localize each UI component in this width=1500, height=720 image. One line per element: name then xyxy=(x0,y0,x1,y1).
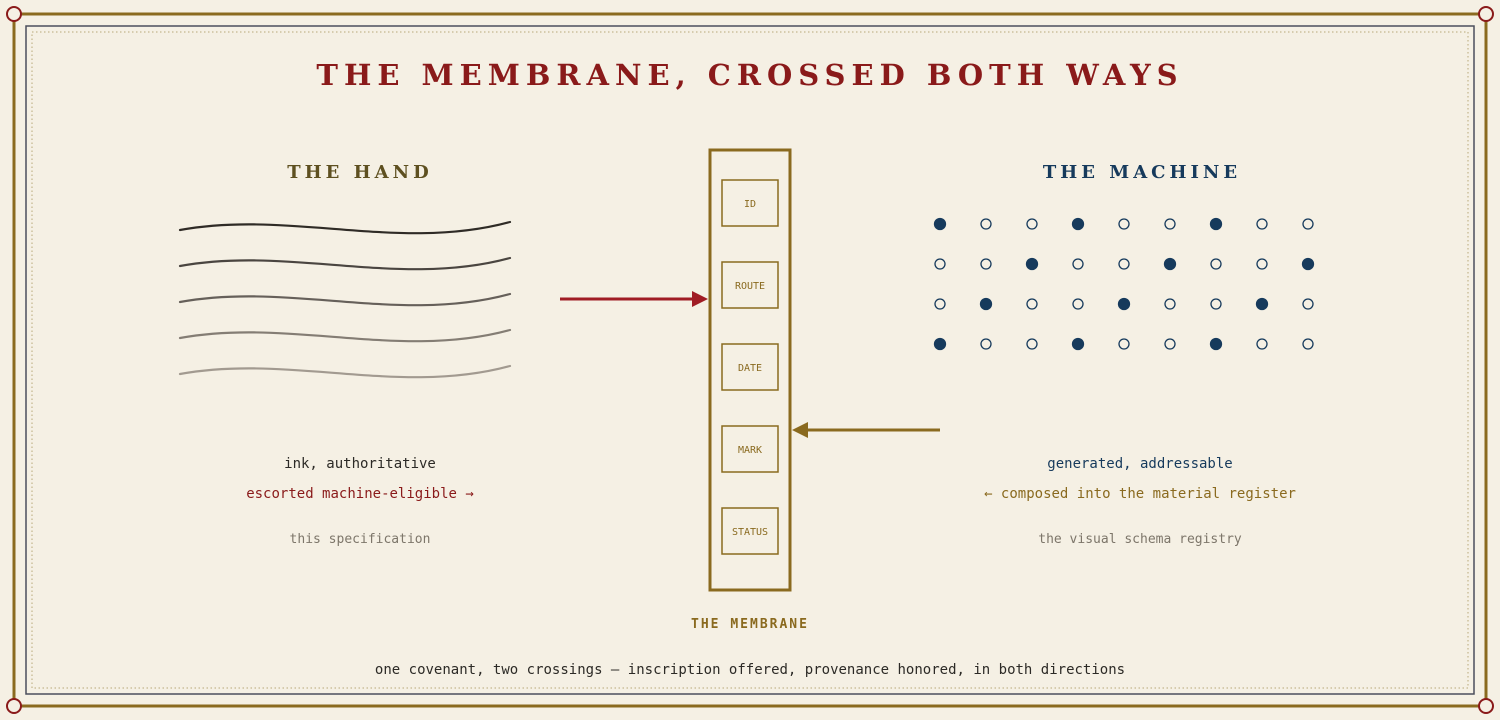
hand-caption-crossing: escorted machine-eligible → xyxy=(246,486,474,502)
membrane-field-box xyxy=(721,179,779,227)
hollow-dot xyxy=(1210,298,1222,310)
hollow-dot xyxy=(1210,258,1222,270)
hollow-dot xyxy=(980,258,992,270)
hollow-dot xyxy=(980,338,992,350)
ink-stroke xyxy=(178,328,512,343)
membrane-field-box xyxy=(721,507,779,555)
hollow-dot xyxy=(1302,298,1314,310)
membrane-field-label: ROUTE xyxy=(734,281,766,292)
corner-ring-top-left xyxy=(6,6,22,22)
page-title: THE MEMBRANE, CROSSED BOTH WAYS xyxy=(316,58,1184,92)
hollow-dot xyxy=(1164,338,1176,350)
corner-ring-bottom-right xyxy=(1478,698,1494,714)
hollow-dot xyxy=(934,298,946,310)
ink-stroke xyxy=(178,292,512,307)
machine-caption-crossing: ← composed into the material register xyxy=(984,486,1296,502)
machine-caption-source: the visual schema registry xyxy=(1038,532,1242,547)
corner-ring-bottom-left xyxy=(6,698,22,714)
filled-dot xyxy=(933,217,947,231)
hollow-dot xyxy=(1072,298,1084,310)
hollow-dot xyxy=(1256,218,1268,230)
arrowhead-right xyxy=(692,291,708,307)
hollow-dot xyxy=(1026,298,1038,310)
filled-dot xyxy=(1025,257,1039,271)
membrane-field-label: ID xyxy=(743,199,757,210)
corner-ring-top-right xyxy=(1478,6,1494,22)
filled-dot xyxy=(1071,217,1085,231)
machine-heading: THE MACHINE xyxy=(1042,162,1242,183)
ink-stroke xyxy=(178,256,512,271)
hollow-dot xyxy=(1256,258,1268,270)
inner-border xyxy=(25,25,1475,695)
dotted-border xyxy=(31,31,1469,689)
filled-dot xyxy=(933,337,947,351)
filled-dot xyxy=(1163,257,1177,271)
ink-stroke xyxy=(178,364,512,379)
hollow-dot xyxy=(1118,258,1130,270)
hand-caption-primary: ink, authoritative xyxy=(284,456,436,472)
handwriting-strokes xyxy=(178,220,512,379)
hollow-dot xyxy=(1164,218,1176,230)
filled-dot xyxy=(1209,217,1223,231)
arrowhead-left xyxy=(792,422,808,438)
ink-stroke xyxy=(178,220,512,235)
hollow-dot xyxy=(1118,218,1130,230)
hollow-dot xyxy=(980,218,992,230)
filled-dot xyxy=(1301,257,1315,271)
membrane-field-box xyxy=(721,343,779,391)
membrane-field-box xyxy=(721,425,779,473)
membrane-column xyxy=(708,148,792,592)
hand-heading: THE HAND xyxy=(287,162,433,183)
membrane-field-label: MARK xyxy=(737,445,763,456)
hollow-dot xyxy=(1256,338,1268,350)
outer-border xyxy=(12,12,1488,708)
hollow-dot xyxy=(934,258,946,270)
filled-dot xyxy=(1117,297,1131,311)
hollow-dot xyxy=(1026,218,1038,230)
membrane-field-label: STATUS xyxy=(731,527,769,538)
machine-caption-primary: generated, addressable xyxy=(1047,456,1233,472)
hollow-dot xyxy=(1026,338,1038,350)
hollow-dot xyxy=(1164,298,1176,310)
hollow-dot xyxy=(1118,338,1130,350)
hollow-dot xyxy=(1302,218,1314,230)
filled-dot xyxy=(1255,297,1269,311)
filled-dot xyxy=(979,297,993,311)
filled-dot xyxy=(1071,337,1085,351)
filled-dot xyxy=(1209,337,1223,351)
footer-caption: one covenant, two crossings — inscriptio… xyxy=(374,662,1126,678)
machine-dot-grid xyxy=(933,217,1315,351)
membrane-field-box xyxy=(721,261,779,309)
membrane-field-label: DATE xyxy=(737,363,763,374)
hollow-dot xyxy=(1302,338,1314,350)
hand-caption-source: this specification xyxy=(289,532,431,547)
hollow-dot xyxy=(1072,258,1084,270)
membrane-label: THE MEMBRANE xyxy=(691,617,809,632)
membrane-fields xyxy=(721,179,779,555)
